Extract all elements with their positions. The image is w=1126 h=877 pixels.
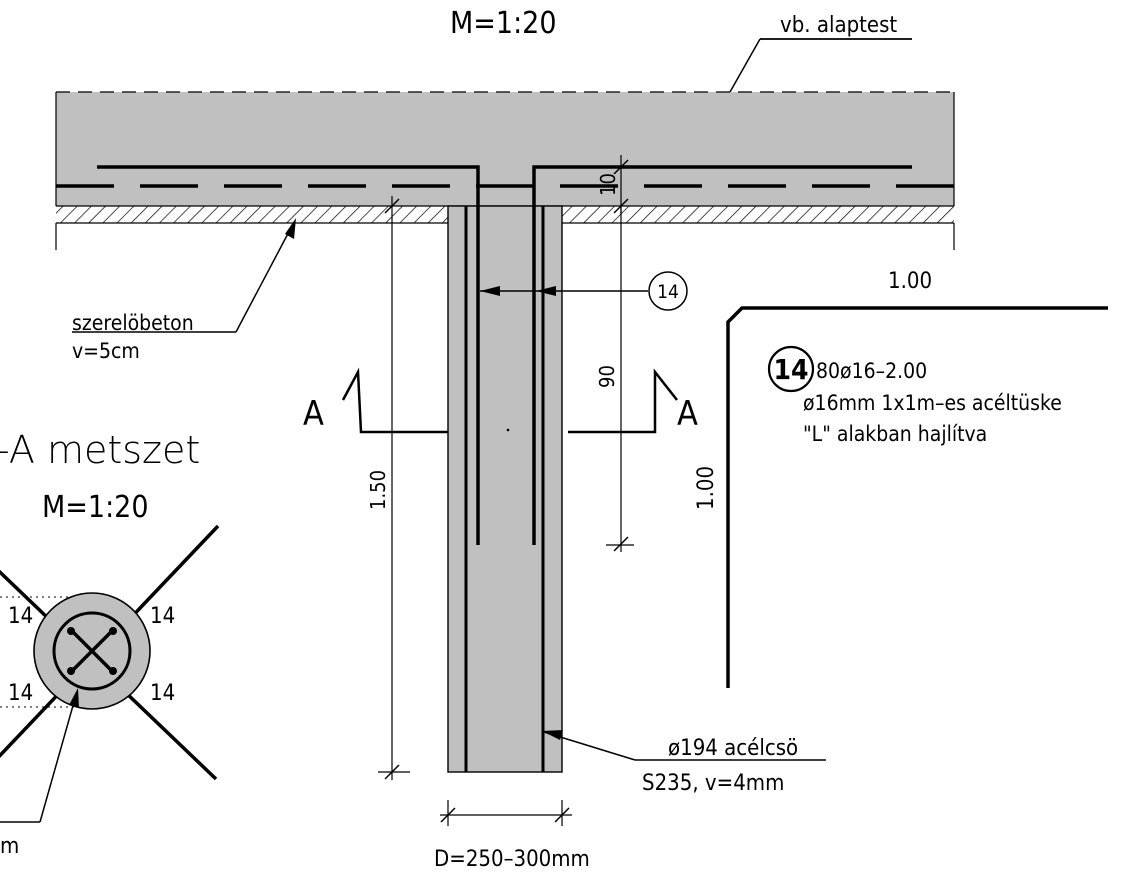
dim-90-tick-bottom	[613, 536, 629, 552]
section-line-left	[341, 367, 448, 434]
section-bar-label-bl: 14	[8, 681, 33, 706]
diameter-dim-tick-left	[440, 807, 456, 823]
section-bar-label-tl: 14	[8, 604, 33, 629]
diameter-dim-tick-right	[554, 807, 570, 823]
foundation-label: vb. alaptest	[780, 13, 897, 38]
section-bar-label-br: 14	[150, 681, 175, 706]
diameter-dim-label: D=250–300mm	[434, 847, 590, 872]
lean-concrete-layer-right	[562, 206, 954, 223]
bar-detail-line-2: "L" alakban hajlítva	[803, 422, 987, 446]
rebar-callout-number: 14	[657, 281, 679, 303]
dim-10-label: 10	[596, 173, 620, 196]
section-rebar-dot-4	[109, 667, 117, 675]
bar-detail-spec-code: 80ø16–2.00	[816, 359, 927, 383]
section-leader	[39, 694, 77, 823]
rebar-callout-arrow-right	[536, 286, 556, 296]
lean-concrete-label: szerelöbeton	[72, 311, 194, 335]
pipe-leader-arrow	[542, 730, 563, 740]
section-title: -A metszet	[0, 428, 200, 472]
foundation-slab	[56, 92, 954, 206]
lean-concrete-leader-arrow	[285, 218, 296, 239]
dim-10-tick-top	[613, 159, 629, 175]
lean-concrete-thickness: v=5cm	[72, 339, 140, 363]
bar-detail-mark-circle	[767, 345, 815, 393]
rebar-callout-arrow-left	[480, 286, 500, 296]
lean-concrete-leader	[235, 225, 293, 333]
bar-detail-line-1: ø16mm 1x1m–es acéltüske	[803, 391, 1062, 415]
section-mark-left: A	[303, 394, 324, 434]
rebar-callout-circle	[648, 271, 688, 311]
pipe-spec: S235, v=4mm	[642, 771, 784, 796]
pile-center-dot	[506, 428, 510, 432]
top-scale: M=1:20	[450, 6, 557, 41]
section-bar-label-tr: 14	[150, 604, 175, 629]
section-mark-right: A	[677, 394, 698, 434]
lean-concrete-layer-left	[56, 206, 448, 223]
section-scale: M=1:20	[42, 490, 149, 525]
bar-detail-vertical-length: 1.00	[694, 466, 719, 510]
dim-150-tick-top	[384, 198, 400, 214]
bar-detail-horizontal-length: 1.00	[888, 269, 932, 294]
dim-90-label: 90	[595, 365, 619, 388]
l-bar-right	[532, 165, 912, 545]
bar-detail-mark-number: 14	[773, 353, 808, 386]
section-rebar-dot-3	[67, 667, 75, 675]
l-bar-left	[97, 165, 480, 545]
section-line-right	[568, 368, 678, 434]
section-rebar-dot-2	[109, 627, 117, 635]
pipe-label: ø194 acélcsö	[668, 736, 798, 761]
section-leader-arrow	[69, 688, 79, 708]
bar-detail-shape	[726, 306, 1108, 688]
section-bar-inner-2	[70, 629, 114, 673]
dim-150-label: 1.50	[366, 470, 390, 510]
section-footnote-fragment: m	[0, 834, 19, 859]
section-view	[0, 524, 220, 823]
section-rebar-dot-1	[67, 627, 75, 635]
